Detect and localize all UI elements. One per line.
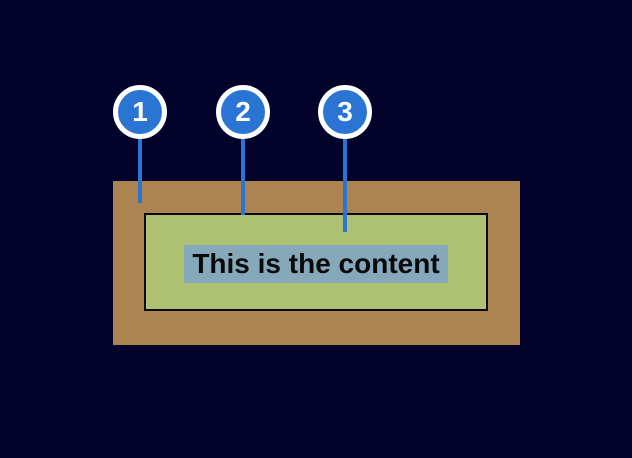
callout-3-line xyxy=(343,112,347,232)
callout-3-badge: 3 xyxy=(318,85,372,139)
callout-2-number: 2 xyxy=(235,96,251,127)
callout-1-number: 1 xyxy=(132,96,148,127)
callout-2-line xyxy=(241,112,245,215)
callout-1-badge: 1 xyxy=(113,85,167,139)
content-text: This is the content xyxy=(184,245,448,283)
callout-2-badge: 2 xyxy=(216,85,270,139)
inner-box-region: This is the content xyxy=(144,213,488,311)
outer-box-region: This is the content xyxy=(113,181,520,345)
callout-3-number: 3 xyxy=(337,96,353,127)
callout-1-line xyxy=(138,112,142,203)
